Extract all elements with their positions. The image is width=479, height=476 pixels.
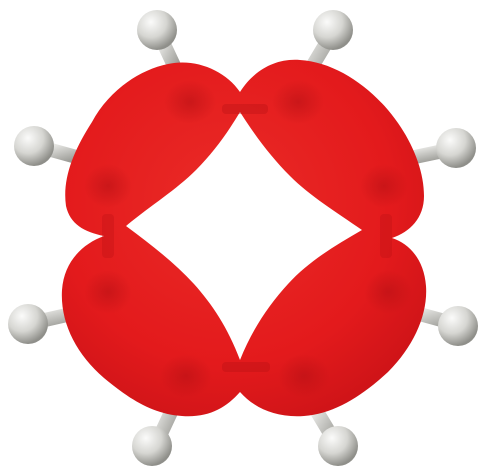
hydrogen-atom-1 xyxy=(137,10,177,50)
bond-shadow-right xyxy=(380,214,392,258)
carbon-shadow-3 xyxy=(84,164,132,208)
carbon-shadow-6 xyxy=(364,270,412,314)
hydrogen-atom-7 xyxy=(132,426,172,466)
hydrogen-atom-3 xyxy=(14,126,54,166)
carbon-shadow-5 xyxy=(84,270,132,314)
hydrogen-atom-6 xyxy=(438,306,478,346)
hydrogen-atoms xyxy=(8,10,478,466)
bond-shadow-bottom xyxy=(222,362,270,372)
carbon-shadow-2 xyxy=(272,80,324,124)
carbon-shadow-4 xyxy=(360,164,408,208)
carbon-shadow-1 xyxy=(164,80,216,124)
hydrogen-atom-4 xyxy=(436,128,476,168)
hydrogen-atom-8 xyxy=(318,426,358,466)
hydrogen-atom-2 xyxy=(313,10,353,50)
isosurface-ring xyxy=(61,59,427,417)
bond-shadow-left xyxy=(102,214,114,258)
isosurface xyxy=(61,59,427,417)
carbon-shadow-7 xyxy=(160,354,212,398)
carbon-shadow-8 xyxy=(278,354,330,398)
hydrogen-atom-5 xyxy=(8,304,48,344)
bond-shadow-top xyxy=(222,104,268,114)
